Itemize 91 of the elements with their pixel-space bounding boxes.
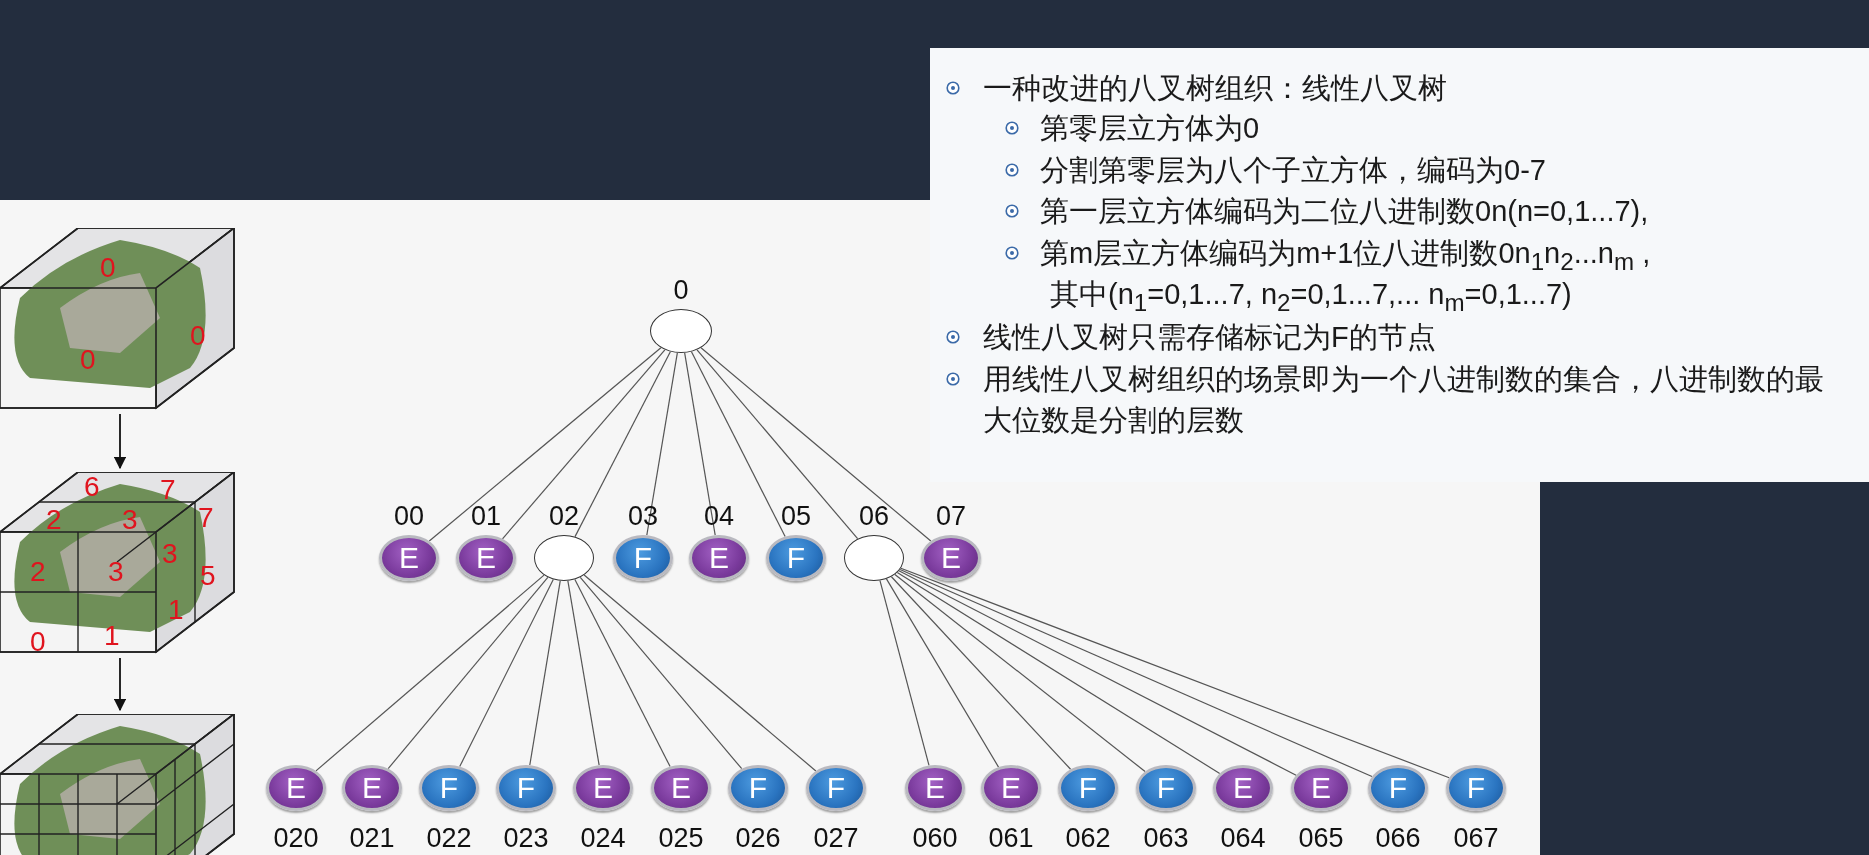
tree-branch-line (700, 347, 932, 542)
tree-branch-line (896, 571, 1221, 775)
letter-circle: E (905, 765, 965, 811)
tree-branch-line (696, 349, 859, 540)
cube-number: 3 (122, 506, 138, 534)
letter-circle: F (419, 765, 479, 811)
letter-circle: F (1368, 765, 1428, 811)
node-code: 027 (812, 825, 860, 852)
cube-number: 2 (30, 558, 46, 586)
node-code: 067 (1452, 825, 1500, 852)
letter-circle: F (1136, 765, 1196, 811)
node-code: 024 (579, 825, 627, 852)
node-code: 025 (657, 825, 705, 852)
bullet-text: 线性八叉树只需存储标记为F的节点 (983, 320, 1436, 355)
letter-circle: E (379, 535, 439, 581)
bullet-text: 一种改进的八叉树组织：线性八叉树 (983, 71, 1447, 106)
node-code: 023 (502, 825, 550, 852)
tree-branch-line (387, 576, 549, 770)
node-code: 022 (425, 825, 473, 852)
letter-circle: E (921, 535, 981, 581)
letter-circle: F (496, 765, 556, 811)
tree-branch-line (574, 351, 671, 538)
node-code: 06 (857, 503, 890, 530)
letter-circle: E (456, 535, 516, 581)
tree-branch-line (646, 352, 678, 536)
node-code: 02 (547, 503, 580, 530)
tree-branch-line (579, 576, 743, 770)
bullet-text: 用线性八叉树组织的场景即为一个八进制数的集合，八进制数的最大位数是分割的层数 (983, 362, 1825, 438)
tree-branch-line (428, 347, 662, 542)
letter-circle: F (728, 765, 788, 811)
letter-circle: E (573, 765, 633, 811)
node-code: 026 (734, 825, 782, 852)
letter-circle: F (766, 535, 826, 581)
letter-circle: E (1291, 765, 1351, 811)
letter-circle: F (806, 765, 866, 811)
node-code: 03 (626, 503, 659, 530)
tree-branch-line (879, 579, 930, 767)
cube-number: 0 (190, 322, 206, 350)
letter-circle: F (613, 535, 673, 581)
cube-number: 6 (84, 473, 100, 501)
node-code: 00 (392, 503, 425, 530)
cube-number: 1 (104, 622, 120, 650)
tree-branch-line (894, 573, 1146, 773)
node-code: 061 (987, 825, 1035, 852)
node-code: 07 (934, 503, 967, 530)
node-code: 060 (911, 825, 959, 852)
letter-circle: E (981, 765, 1041, 811)
tree-branch-line (690, 351, 786, 538)
node-code: 062 (1064, 825, 1112, 852)
letter-circle: E (689, 535, 749, 581)
tree-branch-line (501, 349, 666, 540)
node-code: 066 (1374, 825, 1422, 852)
cube-number: 0 (30, 628, 46, 654)
tree-branch-line (529, 580, 561, 766)
bullet-text: 其中(n$_{1}$=0,1...7, n$_{2}$=0,1...7,... n$_{m}$=0,1...7) (1050, 277, 1572, 318)
cube-number: 3 (108, 558, 124, 586)
letter-circle: E (342, 765, 402, 811)
bullet-text: 第一层立方体编码为二位八进制数0n(n=0,1...7), (1040, 194, 1649, 229)
letter-circle: F (1446, 765, 1506, 811)
tree-branch-line (567, 580, 600, 766)
node-code: 0 (672, 277, 690, 304)
tree-branch-line (459, 578, 554, 768)
letter-circle: E (651, 765, 711, 811)
tree-branch-line (583, 574, 817, 772)
node-code: 021 (348, 825, 396, 852)
node-code: 064 (1219, 825, 1267, 852)
letter-circle: E (1213, 765, 1273, 811)
cube-number: 0 (100, 254, 116, 282)
cube-number: 1 (168, 596, 184, 624)
cube-number: 2 (46, 506, 62, 534)
node-code: 065 (1297, 825, 1345, 852)
node-code: 063 (1142, 825, 1190, 852)
tree-branch-line (898, 570, 1297, 776)
tree-branch-line (315, 574, 545, 772)
letter-circle: F (1058, 765, 1118, 811)
bullet-text: 第零层立方体为0 (1040, 111, 1260, 146)
cube-number: 0 (80, 346, 96, 374)
tree-branch-line (574, 578, 671, 768)
arrow (113, 657, 127, 712)
node-code: 04 (702, 503, 735, 530)
node-code: 01 (469, 503, 502, 530)
node-code: 020 (272, 825, 320, 852)
bullet-text: 第m层立方体编码为m+1位八进制数0n$_{1}$n$_{2}$...n$_{m}$ , (1040, 236, 1651, 277)
tree-branch-line (885, 578, 1000, 768)
tree-branch-line (890, 576, 1072, 770)
node-code: 05 (779, 503, 812, 530)
letter-circle: E (266, 765, 326, 811)
bullet-text: 分割第零层为八个子立方体，编码为0-7 (1040, 153, 1546, 188)
tree-branch-line (684, 352, 716, 536)
cube-number: 3 (162, 540, 178, 568)
arrow (113, 413, 127, 470)
